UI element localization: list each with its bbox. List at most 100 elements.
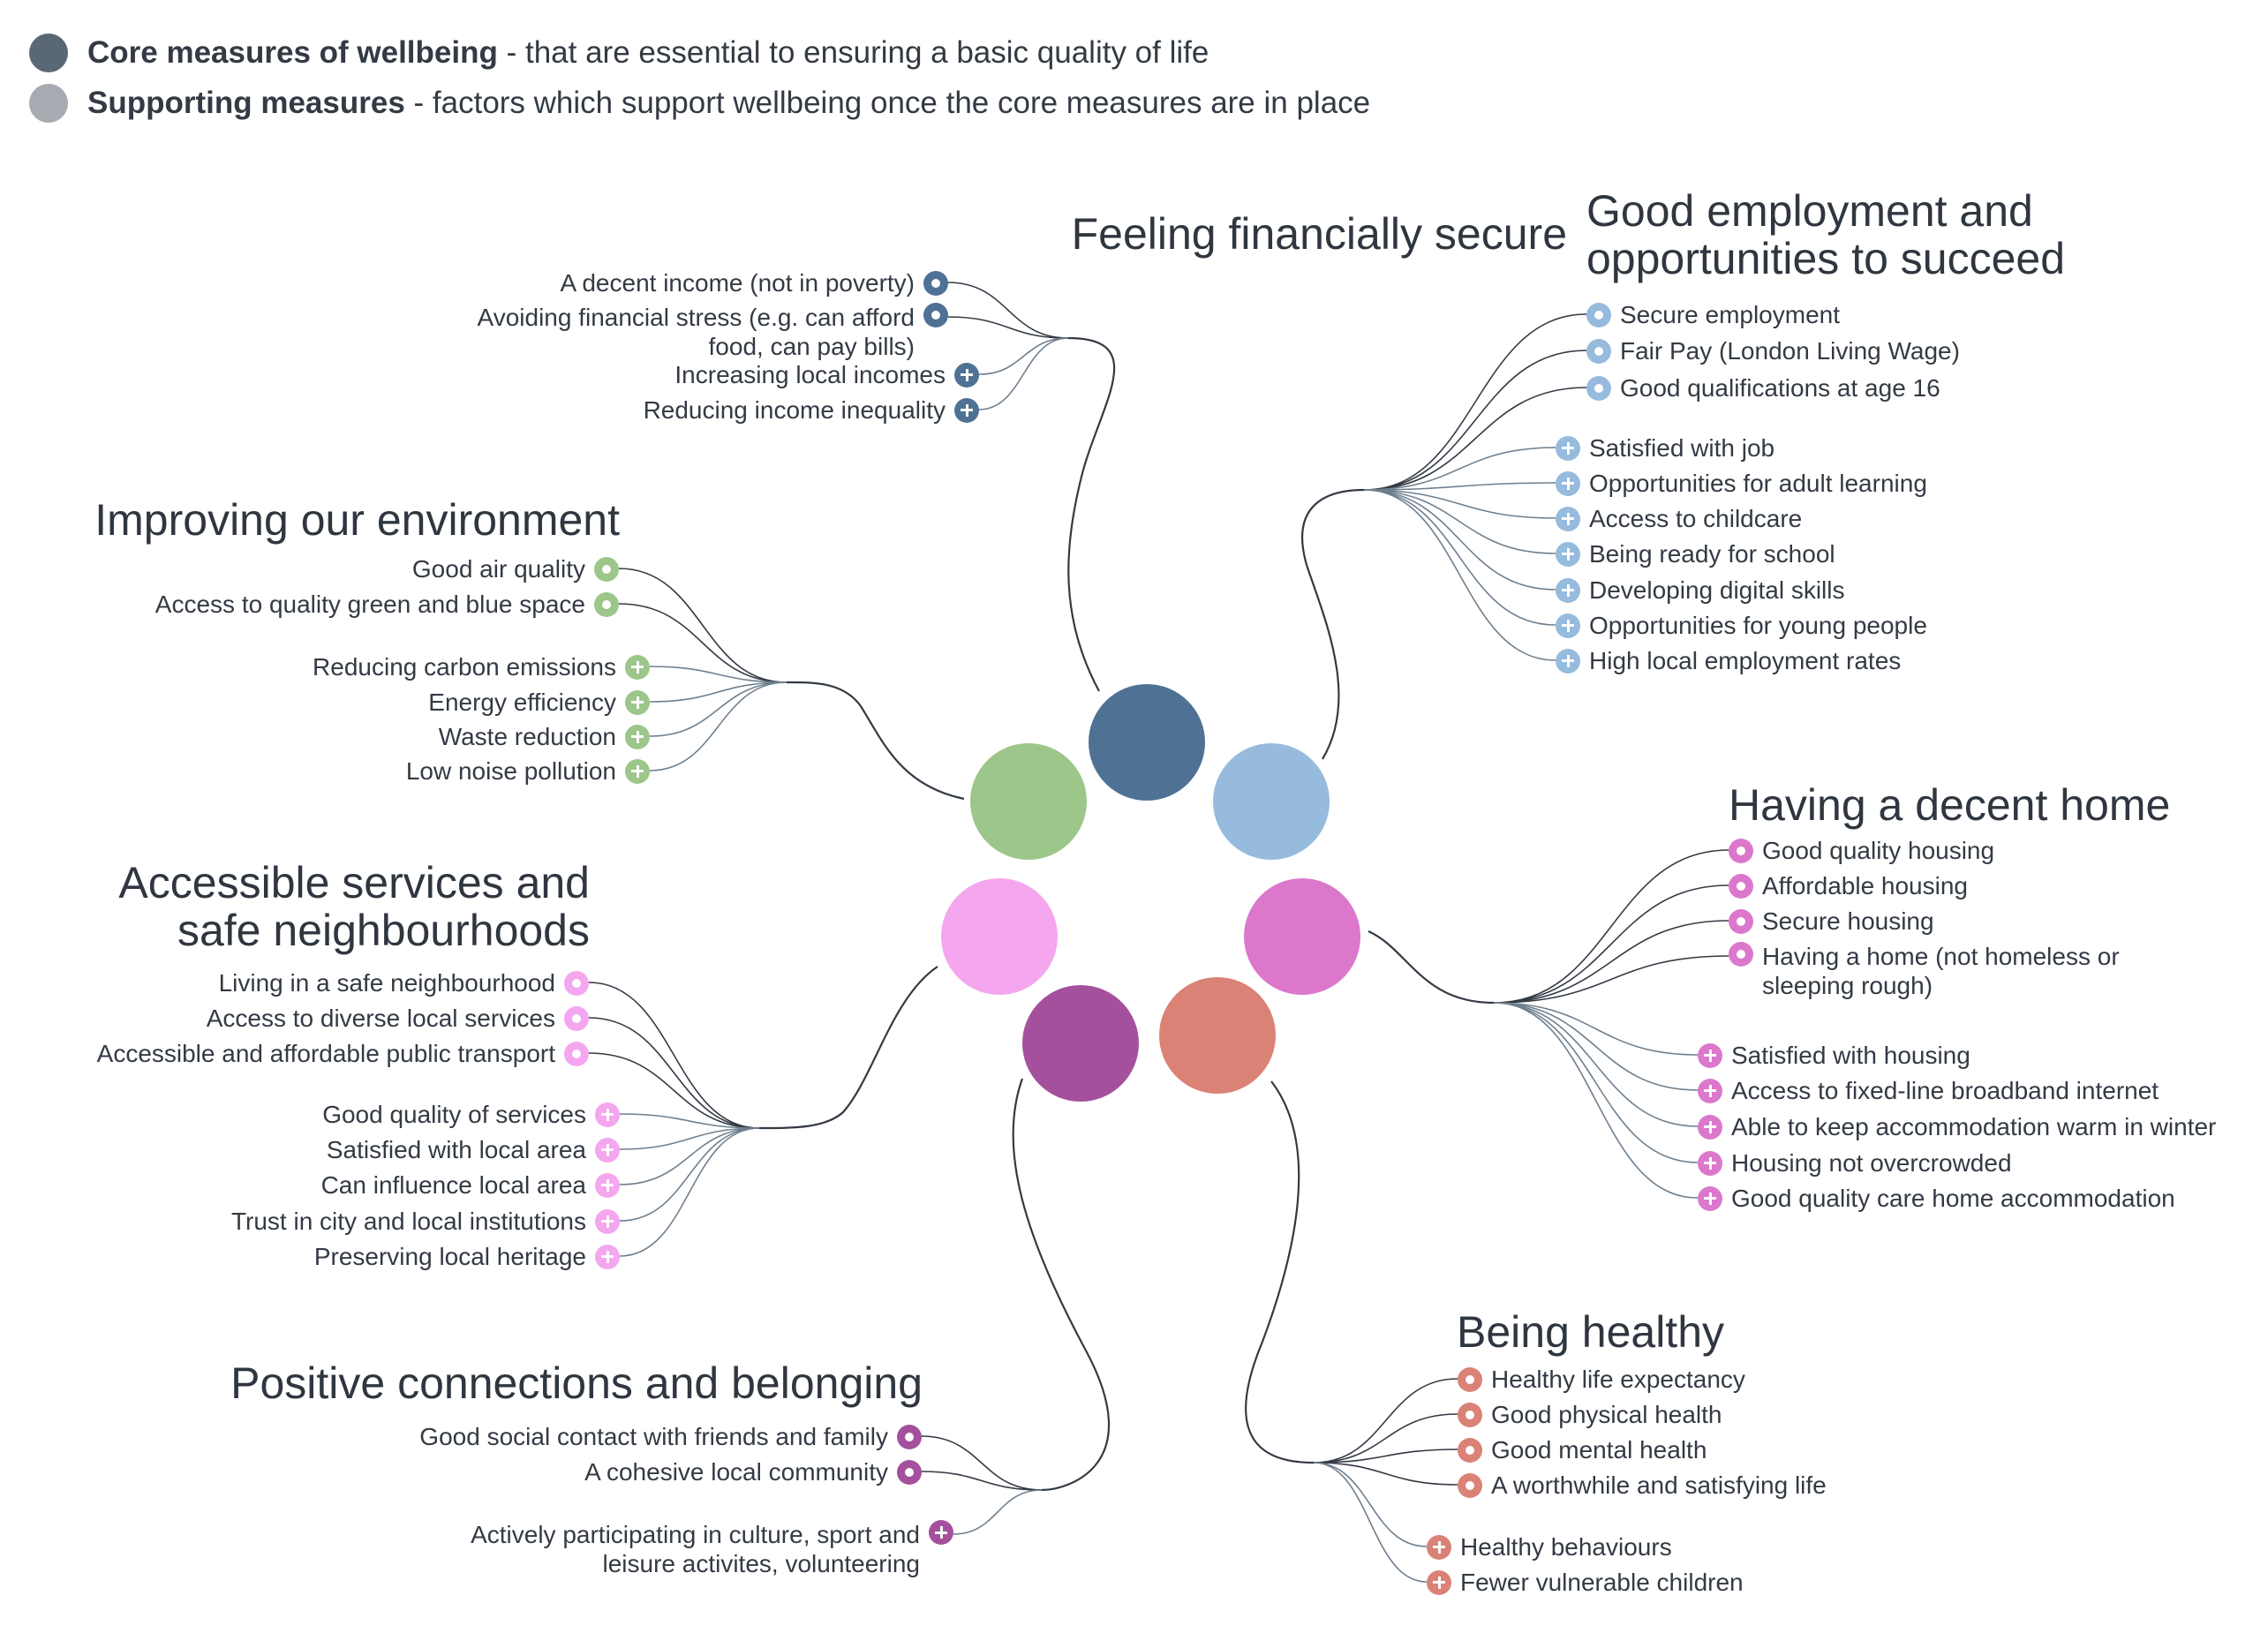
measure-label: Actively participating in culture, sport… [471,1521,920,1577]
services-support-measure: Preserving local heritage [314,1242,620,1271]
plus-bullet-icon [1556,541,1580,567]
environment-support-measure: Energy efficiency [428,688,650,717]
employment-support-measure: Opportunities for adult learning [1556,469,1927,498]
home-core-measure: Good quality housing [1729,836,1994,865]
measure-label: Good quality of services [322,1101,586,1128]
measure-label: Opportunities for young people [1589,612,1927,639]
measure-label: Reducing income inequality [643,396,946,424]
healthy-core-measure: Good mental health [1458,1435,1707,1464]
trunk-line-connections [1012,1078,1110,1492]
connections-core-measure: Good social contact with friends and fam… [419,1422,922,1451]
cluster-title-connections: Positive connections and belonging [230,1358,923,1408]
home-support-measure: Access to fixed-line broadband internet [1698,1076,2159,1105]
legend-supporting-title: Supporting measures [87,86,405,120]
branch-line-financial [978,337,1069,410]
measure-label: Reducing carbon emissions [313,653,616,681]
cluster-title-home: Having a decent home [1729,780,2171,830]
core-bullet-icon [1458,1402,1482,1427]
services-core-measure: Accessible and affordable public transpo… [97,1039,589,1068]
plus-bullet-icon [1556,613,1580,638]
legend-supporting: Supporting measures - factors which supp… [29,84,1370,123]
services-support-measure: Trust in city and local institutions [231,1207,620,1236]
branch-line-employment [1363,489,1556,554]
plus-bullet-icon [954,397,979,423]
measure-label: Affordable housing [1762,872,1968,899]
plus-bullet-icon [625,758,650,784]
core-bullet-icon [923,303,948,327]
hub-circle-home [1244,878,1360,995]
measure-label: Low noise pollution [405,757,616,785]
healthy-support-measure: Healthy behaviours [1427,1532,1672,1562]
measure-label: Fair Pay (London Living Wage) [1620,337,1960,365]
measure-label: Housing not overcrowded [1731,1149,2012,1177]
core-bullet-icon [594,556,619,582]
core-bullet-icon [923,270,948,296]
financial-support-measure: Reducing income inequality [644,395,979,425]
branch-line-healthy [1313,1449,1458,1464]
branch-line-home [1493,1002,1699,1163]
core-bullet-icon [594,591,619,617]
branch-line-financial [947,282,1069,339]
hub-circle-healthy [1159,977,1276,1094]
plus-bullet-icon [1556,506,1580,531]
plus-bullet-icon [625,654,650,680]
cluster-title-services: Accessible services and safe neighbourho… [118,858,590,955]
measure-label: Satisfied with housing [1731,1042,1970,1069]
plus-bullet-icon [595,1137,620,1163]
measure-label: Preserving local heritage [313,1243,586,1270]
core-bullet-icon [1458,1437,1482,1463]
hub-circle-environment [970,743,1087,860]
measure-label: Secure employment [1620,301,1841,328]
trunk-line-financial [1067,336,1116,692]
branch-line-employment [1363,489,1556,591]
measure-label: Being ready for school [1589,540,1835,568]
branch-line-environment [649,681,787,771]
branch-line-employment [1363,489,1556,519]
measure-label: Having a home (not homeless or sleeping … [1762,943,2120,999]
services-support-measure: Satisfied with local area [327,1135,620,1164]
branch-line-home [1493,920,1729,1004]
branch-line-home [1493,1002,1699,1091]
branch-line-healthy [1313,1413,1458,1464]
branch-line-home [1493,1002,1699,1056]
core-bullet-icon [1586,302,1611,327]
measure-label: Living in a safe neighbourhood [218,969,555,997]
cluster-title-financial: Feeling financially secure [1071,209,1567,259]
measure-label: Good qualifications at age 16 [1620,374,1940,402]
environment-support-measure: Low noise pollution [406,756,650,786]
trunk-line-environment [786,681,965,801]
hub-circle-financial [1089,684,1205,801]
plus-bullet-icon [1698,1185,1722,1211]
plus-bullet-icon [1698,1078,1722,1103]
home-core-measure: Affordable housing [1729,871,1968,900]
measure-label: Fewer vulnerable children [1460,1569,1744,1596]
branch-line-services [619,1127,760,1185]
healthy-support-measure: Fewer vulnerable children [1427,1568,1744,1597]
measure-label: Accessible and affordable public transpo… [96,1040,555,1067]
branch-line-home [1493,1002,1699,1199]
measure-label: Trust in city and local institutions [230,1208,586,1235]
measure-label: Avoiding financial stress (e.g. can affo… [477,304,915,360]
plus-bullet-icon [1427,1569,1451,1595]
healthy-core-measure: Healthy life expectancy [1458,1365,1745,1394]
measure-label: Opportunities for adult learning [1589,470,1927,497]
core-bullet-icon [29,34,68,72]
measure-label: High local employment rates [1589,647,1902,674]
branch-line-healthy [1313,1462,1428,1547]
branch-line-employment [1363,489,1556,626]
services-core-measure: Access to diverse local services [207,1004,589,1033]
branch-line-environment [649,666,787,683]
core-bullet-icon [1729,942,1753,967]
measure-label: Good quality care home accommodation [1731,1185,2175,1212]
measure-label: Access to childcare [1589,505,1803,532]
employment-support-measure: Developing digital skills [1556,576,1844,605]
connections-core-measure: A cohesive local community [584,1457,922,1486]
trunk-line-services [758,966,938,1130]
home-support-measure: Good quality care home accommodation [1698,1184,2175,1213]
core-bullet-icon [1729,908,1753,934]
measure-label: A decent income (not in poverty) [560,269,915,297]
cluster-title-environment: Improving our environment [94,495,620,545]
healthy-core-measure: A worthwhile and satisfying life [1458,1471,1827,1500]
